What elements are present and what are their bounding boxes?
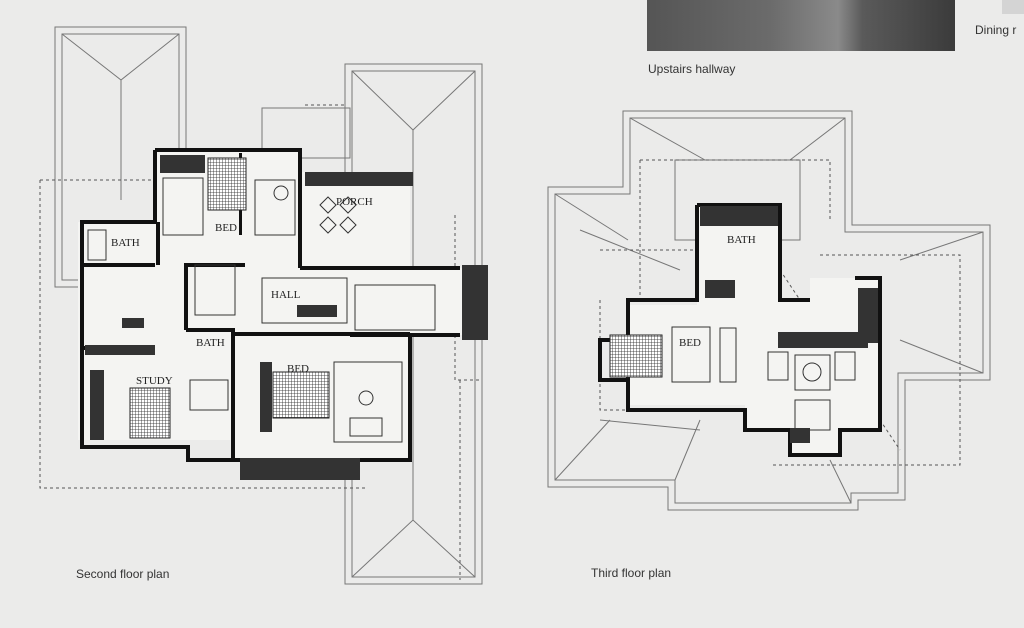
third-floor-caption: Third floor plan — [591, 566, 672, 580]
third-floor-plan: BATH BED — [547, 110, 991, 511]
room-label-master-bed: BED — [287, 363, 309, 375]
room-label-third-bath: BATH — [727, 234, 756, 246]
dining-room-photo — [1002, 0, 1024, 14]
upstairs-hallway-caption: Upstairs hallway — [648, 62, 736, 76]
room-label-hall: HALL — [271, 289, 301, 301]
room-label-porch: PORCH — [336, 196, 373, 208]
room-label-bath: BATH — [111, 237, 140, 249]
second-floor-caption: Second floor plan — [76, 567, 170, 581]
upstairs-hallway-photo — [647, 0, 955, 51]
room-label-third-bed: BED — [679, 337, 701, 349]
room-label-bed: BED — [215, 222, 237, 234]
second-floor-plan: BATH BED PORCH HALL BATH STUDY BED — [39, 26, 488, 585]
room-label-study: STUDY — [136, 375, 173, 387]
dining-room-caption: Dining r — [975, 23, 1017, 37]
room-label-bath-2: BATH — [196, 337, 225, 349]
